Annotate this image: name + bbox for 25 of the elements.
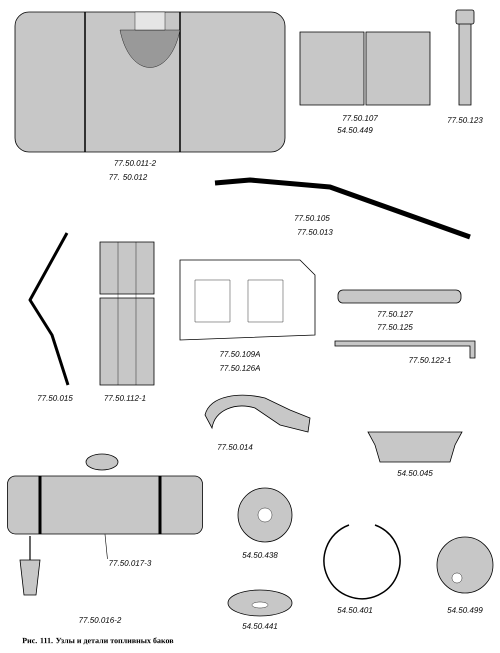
part-number: 77.50.123: [448, 117, 483, 123]
part-number: 54.50.449: [337, 127, 373, 133]
part-number: 77.50.125: [378, 324, 413, 330]
part-number: 77.50.109А: [220, 351, 260, 357]
part-number: 77. 50.012: [110, 174, 148, 180]
leader-line: [104, 534, 108, 560]
figure-caption: Рис. 111. Узлы и детали топливных баков: [22, 637, 174, 645]
starter-tank-drawing: [7, 476, 203, 534]
part-number: 77.50.105: [295, 215, 330, 221]
part-number: 77.50.107: [343, 115, 378, 121]
part-number: 77.50.011-2: [114, 160, 156, 166]
part-number: 77.50.127: [378, 311, 414, 317]
part-number: 77.50.014: [218, 444, 252, 450]
part-number: 77.50.112-1: [104, 395, 146, 401]
part-number: 54.50.499: [447, 607, 483, 613]
part-number: 77.50.017-3: [109, 560, 152, 566]
part-number: 77.50.013: [298, 229, 333, 235]
part-number: 54.50.045: [397, 470, 433, 476]
part-number: 77.50.126А: [220, 365, 260, 371]
part-number: 77.50.015: [38, 395, 73, 401]
part-number: 77.50.122-1: [409, 357, 451, 363]
part-number: 54.50.441: [242, 623, 278, 629]
part-number: 54.50.401: [337, 607, 372, 613]
part-number: 77.50.016-2: [79, 617, 122, 623]
part-number: 54.50.438: [242, 552, 278, 558]
